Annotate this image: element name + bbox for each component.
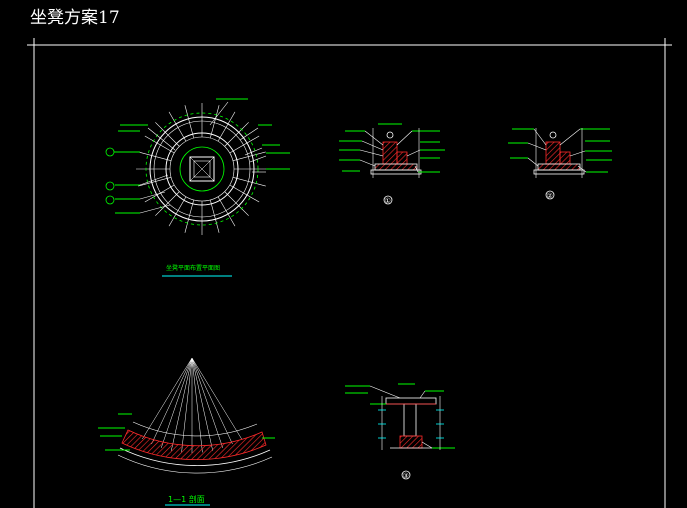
plan-radial-line xyxy=(155,191,180,216)
plan-radial-line xyxy=(209,199,220,233)
plan-radial-line xyxy=(168,196,187,227)
plan-radial-line xyxy=(168,111,187,142)
section-fan-line xyxy=(191,357,242,440)
section-fan-line xyxy=(191,357,213,451)
section-fan-line xyxy=(171,357,193,451)
plan-radial-line xyxy=(224,191,249,216)
circular-seat-plan: 坐凳平面布置平面图 xyxy=(105,98,290,277)
plan-caption: 坐凳平面布置平面图 xyxy=(166,264,220,272)
drawing-title: 坐凳方案17 xyxy=(30,8,120,28)
plan-radial-line xyxy=(144,135,175,154)
section-caption: 1—1 剖面 xyxy=(168,494,205,504)
plan-radial-line xyxy=(229,135,260,154)
section-fan-line xyxy=(142,357,193,440)
plan-radial-line xyxy=(217,111,236,142)
plan-radial-line xyxy=(138,151,172,162)
plan-radial-line xyxy=(232,176,266,187)
crop-marks xyxy=(27,38,672,46)
detail-section-2: ② xyxy=(508,128,612,200)
detail-3-marker: ③ xyxy=(403,472,409,480)
section-fan-line xyxy=(191,357,203,453)
plan-radial-line xyxy=(184,199,195,233)
detail-1-marker: ① xyxy=(385,197,391,205)
plan-radial-line xyxy=(209,105,220,139)
section-fan-line xyxy=(191,357,224,448)
plan-radial-line xyxy=(229,184,260,203)
section-fan-line xyxy=(191,357,233,445)
section-fan-line xyxy=(181,357,193,453)
section-1-1: 1—1 剖面 xyxy=(98,357,275,506)
detail-section-1: ① xyxy=(339,123,445,205)
detail-section-3: ③ xyxy=(345,383,455,480)
plan-radial-line xyxy=(232,151,266,162)
plan-radial-line xyxy=(155,122,180,147)
drawing-frame xyxy=(33,44,666,508)
plan-radial-line xyxy=(217,196,236,227)
plan-radial-line xyxy=(224,122,249,147)
detail-2-marker: ② xyxy=(547,192,553,200)
plan-radial-line xyxy=(184,105,195,139)
section-fan-line xyxy=(151,357,193,445)
plan-radial-line xyxy=(138,176,172,187)
